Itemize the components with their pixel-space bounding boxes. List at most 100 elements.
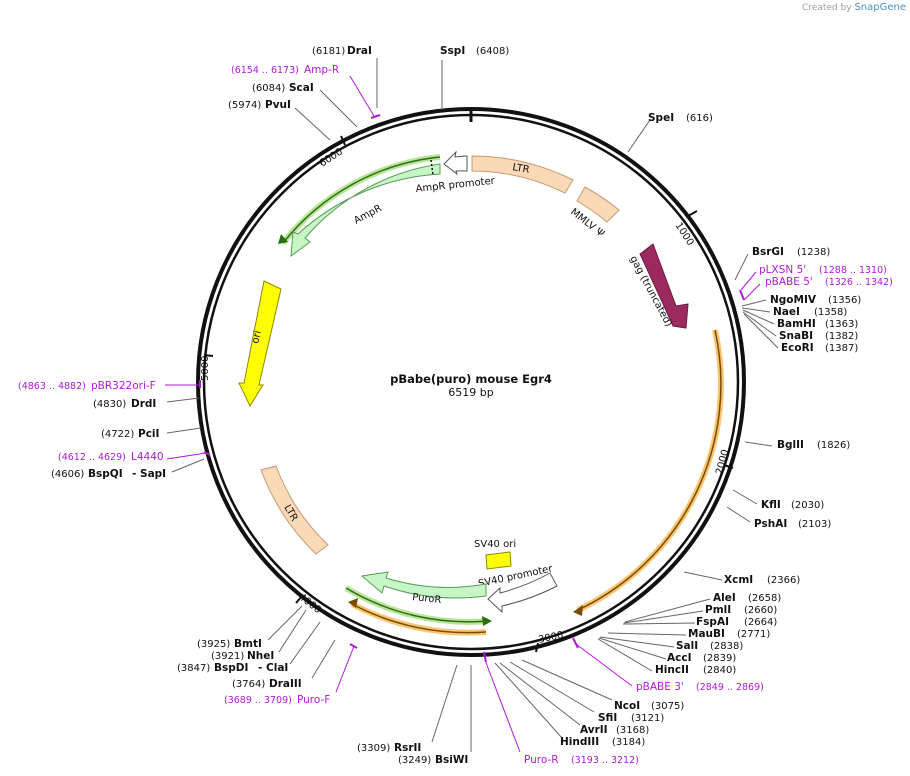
bmtI-label: BmtI [234,638,262,650]
ecoRI-label: EcoRI [781,342,814,354]
puro-r-pos: (3193 .. 3212) [571,755,639,766]
pvuI-pos: (5974) [228,100,261,111]
avrII-pos: (3168) [616,725,649,736]
hincII-pos: (2840) [703,665,736,676]
tick-label-5000: 5000 [200,356,211,381]
sv40-promoter-feature[interactable] [487,572,558,614]
avrII-label: AvrII [580,724,608,736]
bspDI-pos: (3847) [177,663,210,674]
l4440-label: L4440 [131,451,164,463]
hincII-label: HincII [655,664,689,676]
ori-label: ori [250,330,264,345]
amp-r-label: Amp-R [304,64,339,76]
draIII-pos: (3764) [232,679,265,690]
ori-feature[interactable] [238,280,282,408]
xcmI-pos: (2366) [767,575,800,586]
mmlv-psi-feature[interactable] [576,186,620,223]
puro-f-pos: (3689 .. 3709) [224,695,292,706]
drdI-pos: (4830) [93,399,126,410]
salI-label: SalI [676,640,698,652]
ncoI-pos: (3075) [651,701,684,712]
ecoRI-pos: (1387) [825,343,858,354]
bspQI-pos: (4606) [51,469,84,480]
pmlI-label: PmlI [705,604,731,616]
pvuI-label: PvuI [265,99,291,111]
sv40-ori-label: SV40 ori [474,539,516,550]
l4440-pos: (4612 .. 4629) [58,452,126,463]
kflI-pos: (2030) [791,500,824,511]
puror-label: PuroR [412,592,442,606]
ltr-label-top: LTR [511,162,530,176]
snaBI-label: SnaBI [779,330,813,342]
fspAI-pos: (2664) [744,617,777,628]
accI-label: AccI [667,652,691,664]
tick-label-6000: 6000 [318,146,345,169]
pbr322ori-f-label: pBR322ori-F [91,380,156,392]
sspI-pos: (6408) [476,46,509,57]
nheI-label: NheI [247,650,274,662]
snaBI-pos: (1382) [825,331,858,342]
claI-label: - ClaI [258,662,288,674]
pmlI-pos: (2660) [744,605,777,616]
aleI-pos: (2658) [748,593,781,604]
scaI-pos: (6084) [252,83,285,94]
draI-label: DraI [347,45,372,57]
pshAI-pos: (2103) [798,519,831,530]
pciI-pos: (4722) [101,429,134,440]
pbabe-5-label: pBABE 5' [765,276,813,288]
pbabe-3-label: pBABE 3' [636,681,684,693]
ampr-promoter-feature[interactable] [443,150,468,176]
xcmI-label: XcmI [724,574,753,586]
bglII-pos: (1826) [817,440,850,451]
naeI-pos: (1358) [814,307,847,318]
bamHI-pos: (1363) [825,319,858,330]
pbabe-3-pos: (2849 .. 2869) [696,682,764,693]
draIII-label: DraIII [269,678,302,690]
accI-pos: (2839) [703,653,736,664]
ltr-feature-bottom[interactable] [260,465,329,555]
bsiWI-pos: (3249) [398,755,431,766]
mauBI-pos: (2771) [737,629,770,640]
scaI-label: ScaI [289,82,314,94]
plasmid-length: 6519 bp [448,386,493,399]
ncoI-label: NcoI [614,700,640,712]
ltr-feature-top[interactable] [471,155,574,194]
gag-feature[interactable] [639,243,689,329]
pshAI-label: PshAI [754,518,787,530]
tick-label-3000: 3000 [537,630,564,646]
bglII-label: BglII [777,439,804,451]
drdI-label: DrdI [131,398,156,410]
salI-pos: (2838) [710,641,743,652]
bsiWI-label: BsiWI [435,754,468,766]
hindIII-label: HindIII [560,736,599,748]
sv40-ori-feature[interactable] [485,551,512,570]
ngoMIV-pos: (1356) [828,295,861,306]
rsrII-pos: (3309) [357,743,390,754]
plasmid-backbone [196,107,746,657]
sapI-label: - SapI [132,468,166,480]
amp-r-pos: (6154 .. 6173) [231,65,299,76]
rsrII-label: RsrII [394,742,421,754]
puro-r-label: Puro-R [524,754,559,766]
ampr-feature[interactable] [290,163,441,258]
draI-pos: (6181) [312,46,345,57]
bspQI-label: BspQI [88,468,123,480]
bspDI-label: BspDI [214,662,248,674]
aleI-label: AleI [713,592,736,604]
pciI-label: PciI [138,428,159,440]
pbabe-5-pos: (1326 .. 1342) [825,277,893,288]
ngoMIV-label: NgoMIV [770,294,817,306]
bsrGI-label: BsrGI [752,246,784,258]
snapgene-brand: SnapGene [854,2,906,13]
puro-f-label: Puro-F [297,694,330,706]
speI-label: SpeI [648,112,674,124]
sfiI-pos: (3121) [631,713,664,724]
insert-orf-arc[interactable] [576,329,724,613]
puror-feature[interactable] [360,571,487,599]
nheI-pos: (3921) [211,651,244,662]
sfiI-label: SfiI [598,712,617,724]
enzyme-labels: (6181) DraI SspI (6408) (6084) ScaI (597… [51,45,861,766]
kflI-label: KflI [761,499,781,511]
credit-label: Created by SnapGene [802,2,906,13]
